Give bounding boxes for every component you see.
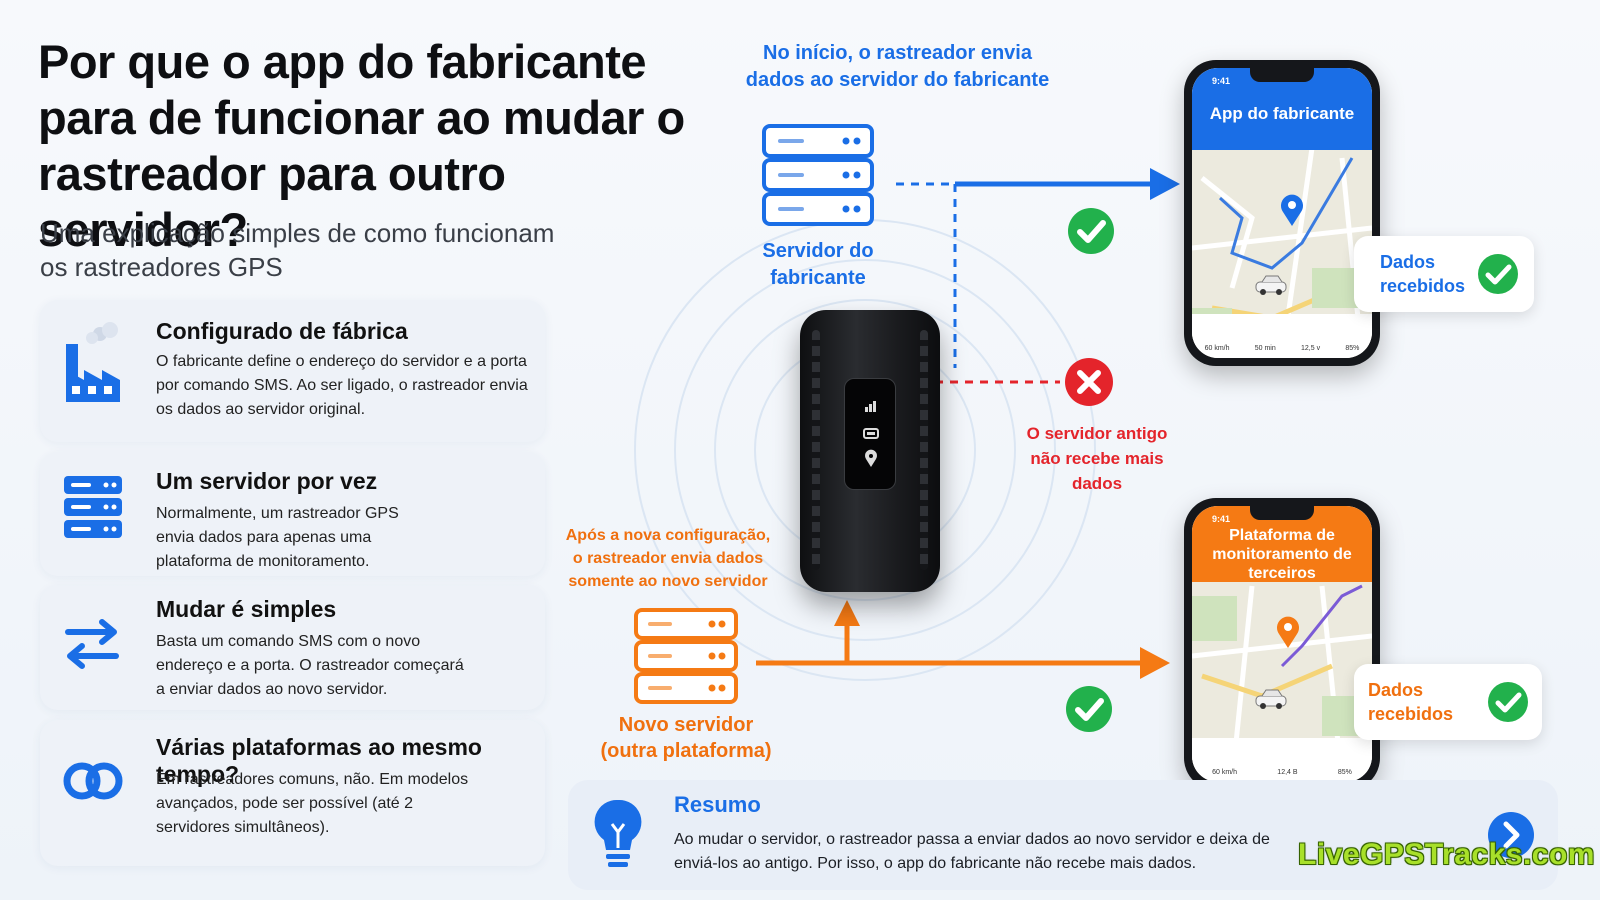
manufacturer-phone: 9:41 App do fabricante 60 km/h 50 min 12… xyxy=(1184,60,1380,366)
phone-header-title: App do fabricante xyxy=(1209,104,1355,123)
new-config-caption: Após a nova configuração, o rastreador e… xyxy=(565,527,771,590)
page-title: Por que o app do fabricante para de func… xyxy=(38,35,685,256)
gps-tracker-device xyxy=(800,310,940,592)
summary-panel: Resumo Ao mudar o servidor, o rastreador… xyxy=(568,780,1558,890)
lightbulb-icon xyxy=(590,796,646,877)
stat-battery: 85% xyxy=(1345,345,1360,352)
card-body: Basta um comando SMS com o novo endereço… xyxy=(156,633,464,698)
data-received-badge-top: Dados recebidos xyxy=(1354,236,1534,312)
old-server-caption: O servidor antigo não recebe mais dados xyxy=(1026,424,1168,493)
manufacturer-server-icon xyxy=(760,124,876,235)
location-pin-icon xyxy=(865,449,877,467)
status-bar-time: 9:41 xyxy=(1212,76,1231,86)
card-factory-config: Configurado de fábrica O fabricante defi… xyxy=(40,300,545,442)
card-title: Mudar é simples xyxy=(156,596,337,622)
phone-header-title: Plataforma de monitoramento de terceiros xyxy=(1212,527,1352,582)
card-multiple-platforms: Várias plataformas ao mesmo tempo? Em ra… xyxy=(40,720,545,866)
summary-text: Ao mudar o servidor, o rastreador passa … xyxy=(674,831,1270,872)
check-icon xyxy=(1476,252,1520,301)
signal-icon xyxy=(865,401,876,412)
new-server-icon xyxy=(632,608,740,711)
manufacturer-server-label: Servidor do fabricante xyxy=(762,240,874,289)
card-change-simple: Mudar é simples Basta um comando SMS com… xyxy=(40,586,545,710)
card-title: Várias plataformas ao mesmo tempo? xyxy=(156,734,482,787)
stat-time: 50 min xyxy=(1254,345,1276,352)
diagram-connections xyxy=(634,168,1180,681)
stat-battery: 85% xyxy=(1337,769,1352,776)
phone-stats-bar: 60 km/h 12,4 B 85% xyxy=(1192,738,1372,782)
card-body: Normalmente, um rastreador GPS envia dad… xyxy=(156,505,399,570)
card-body: Em rastreadores comuns, não. Em modelos … xyxy=(156,771,469,836)
notch xyxy=(1250,506,1314,520)
notch xyxy=(1250,68,1314,82)
card-one-server: Um servidor por vez Normalmente, um rast… xyxy=(40,452,545,576)
new-server-label: Novo servidor (outra plataforma) xyxy=(600,714,772,762)
server-icon xyxy=(58,474,128,544)
stat-speed: 60 km/h xyxy=(1212,769,1238,776)
page-subtitle: Uma explicação simples de como funcionam… xyxy=(40,218,555,282)
badge-label: Dados recebidos xyxy=(1380,252,1466,296)
stat-speed: 60 km/h xyxy=(1204,345,1230,352)
stat-voltage: 12,5 v xyxy=(1301,345,1321,352)
location-pin-icon xyxy=(1280,194,1304,231)
check-icon xyxy=(1486,680,1530,729)
status-bar-time: 9:41 xyxy=(1212,514,1231,524)
car-icon xyxy=(1254,274,1288,301)
watermark: LiveGPSTracks.com xyxy=(1298,838,1595,871)
card-title: Um servidor por vez xyxy=(156,468,378,494)
summary-title: Resumo xyxy=(674,792,761,817)
factory-icon xyxy=(58,322,128,402)
swap-arrows-icon xyxy=(58,614,128,684)
stat-voltage: 12,4 B xyxy=(1277,769,1298,776)
phone-app-header: 9:41 Plataforma de monitoramento de terc… xyxy=(1192,506,1372,582)
next-arrow-button[interactable] xyxy=(1486,810,1536,865)
card-title: Configurado de fábrica xyxy=(156,318,408,344)
third-party-phone: 9:41 Plataforma de monitoramento de terc… xyxy=(1184,498,1380,790)
battery-icon xyxy=(863,428,879,439)
linked-rings-icon xyxy=(58,756,128,826)
phone-stats-bar: 60 km/h 50 min 12,5 v 85% xyxy=(1192,314,1372,358)
check-icon xyxy=(1066,206,1116,261)
top-caption: No início, o rastreador envia dados ao s… xyxy=(745,42,1050,91)
check-icon xyxy=(1064,684,1114,739)
badge-label: Dados recebidos xyxy=(1368,680,1454,724)
location-pin-icon xyxy=(1276,616,1300,653)
car-icon xyxy=(1254,688,1288,715)
card-body: O fabricante define o endereço do servid… xyxy=(156,353,528,418)
data-received-badge-bottom: Dados recebidos xyxy=(1354,664,1542,740)
error-x-icon xyxy=(1063,356,1115,413)
